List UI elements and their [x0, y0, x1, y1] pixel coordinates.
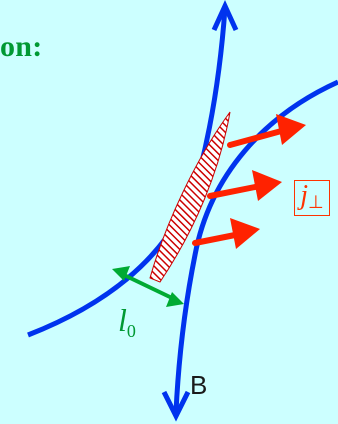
right-field-arrowhead [161, 390, 191, 422]
heading-fragment: on: [0, 30, 43, 63]
current-arrows [192, 114, 306, 249]
current-arrowhead-3 [230, 218, 260, 249]
sheet-width-label: l0 [118, 302, 136, 341]
current-arrowhead-1 [276, 114, 306, 145]
current-arrowhead-2 [252, 170, 282, 201]
width-arrowhead-left [112, 266, 130, 281]
perpendicular-current-label: j⊥ [294, 180, 330, 216]
current-sheet [149, 111, 231, 283]
width-arrowhead-right [166, 292, 184, 307]
magnetic-field-label: B [190, 370, 208, 400]
width-arrow [112, 266, 184, 307]
right-field-line [173, 79, 338, 413]
left-field-arrowhead [211, 0, 239, 32]
current-arrow-shaft-3 [192, 231, 243, 246]
current-arrow-shaft-1 [227, 127, 288, 148]
current-arrow-shaft-2 [207, 183, 263, 199]
